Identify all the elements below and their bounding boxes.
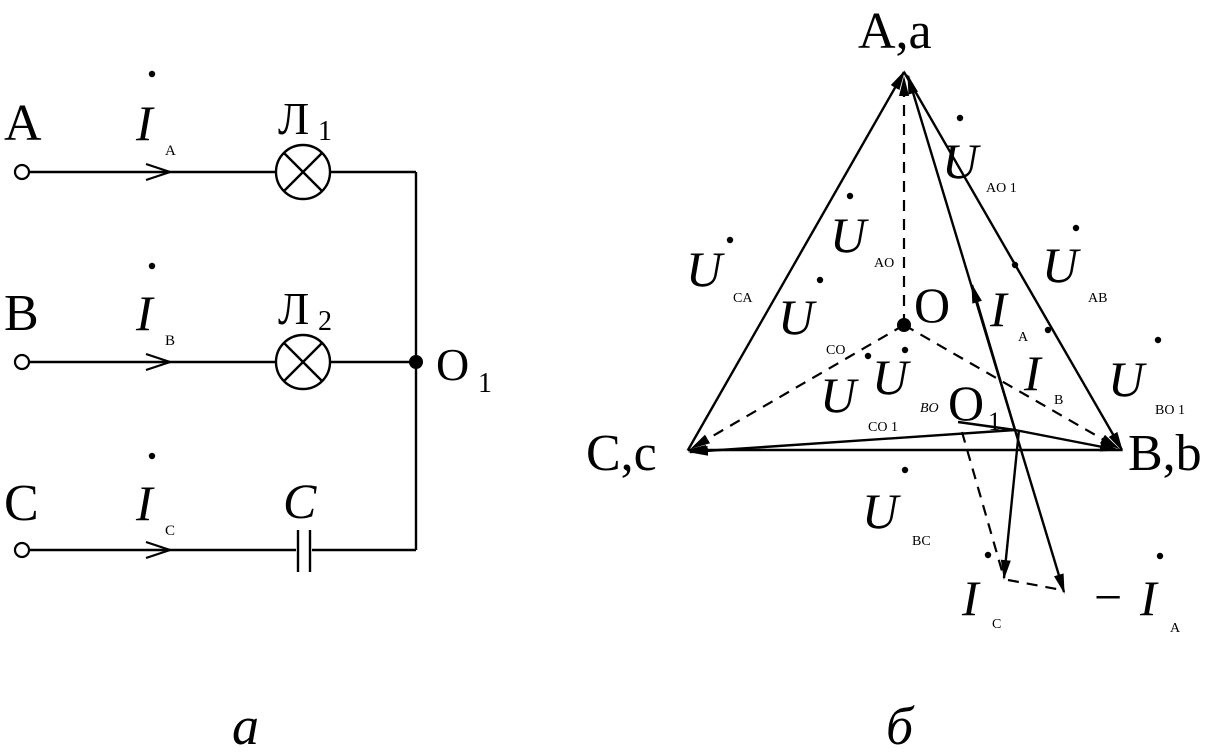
center-o-label: O (914, 277, 950, 333)
voltage-bo-vector (903, 324, 1120, 449)
i-b-sub: B (1054, 393, 1063, 408)
current-b-sub: B (165, 333, 175, 349)
vertex-a-label: A,a (858, 3, 932, 60)
phase-b-label: B (4, 285, 39, 342)
node-o1-sub: 1 (478, 368, 492, 399)
node-o1 (409, 355, 423, 369)
u-ao1-symbol: U (942, 133, 981, 189)
u-bc-sub: BC (912, 534, 931, 549)
u-co-symbol: U (778, 289, 817, 345)
phase-c-arrow (145, 540, 174, 560)
i-b-symbol: I (1023, 345, 1043, 401)
center-o (897, 318, 911, 332)
lamp-2-sub: 2 (318, 306, 332, 337)
u-ca-sub: CA (733, 291, 753, 306)
current-b-dot (148, 262, 156, 270)
minus-i-a-symbol: I (1139, 570, 1159, 626)
current-ia-vector (970, 283, 1017, 431)
o1-tick (957, 420, 1016, 432)
minus-i-a-sub: A (1170, 621, 1181, 636)
u-ao1-sub: AO 1 (986, 181, 1017, 196)
u-ab-sub: AB (1088, 291, 1107, 306)
u-bo-symbol: U (872, 349, 911, 405)
lamp-1-sub: 1 (318, 116, 332, 147)
capacitor (296, 530, 312, 572)
voltage-ca-vector (686, 70, 906, 451)
current-ic-vector (1000, 429, 1021, 580)
voltage-co-vector (690, 324, 905, 450)
u-ab-symbol: U (1042, 237, 1081, 293)
lamp-2 (274, 333, 332, 391)
current-c-symbol: I (135, 475, 155, 531)
phase-a-arrow (145, 162, 174, 182)
node-o1-label: O (436, 339, 469, 390)
phase-b-terminal (13, 353, 31, 371)
caption-b: б (886, 696, 915, 754)
lamp-1 (274, 143, 332, 201)
node-o1-phasor-label: O (948, 375, 984, 431)
u-bo1-sub: BO 1 (1155, 403, 1185, 418)
current-c-sub: C (165, 523, 175, 539)
u-ao-sub: AO (874, 256, 894, 271)
phase-c-label: C (4, 475, 39, 532)
phase-a-label: A (4, 95, 42, 152)
i-c-symbol: I (961, 570, 981, 626)
parallelogram-dash (1007, 578, 1063, 592)
current-ib-dash (960, 431, 1006, 579)
u-bc-symbol: U (862, 483, 901, 539)
lamp-2-label: Л (278, 283, 309, 334)
u-co1-symbol: U (820, 367, 859, 423)
node-o1-phasor-sub: 1 (988, 407, 1001, 436)
u-bo1-symbol: U (1108, 351, 1147, 407)
phase-b-arrow (145, 352, 174, 372)
current-a-sub: A (165, 143, 176, 159)
voltage-ab-vector (902, 71, 1124, 452)
u-co1-sub: CO 1 (868, 420, 898, 435)
vertex-b-label: B,b (1128, 425, 1202, 482)
phase-a-terminal (13, 163, 31, 181)
i-a-sub: A (1018, 330, 1029, 345)
lamp-1-label: Л (278, 93, 309, 144)
current-a-symbol: I (135, 95, 155, 151)
voltage-co1-vector (688, 428, 1016, 456)
current-b-symbol: I (135, 285, 155, 341)
circuit-diagram: A I A Л 1 B I B Л 2 C (4, 70, 492, 754)
phase-c-terminal (13, 541, 31, 559)
u-ca-symbol: U (686, 241, 725, 297)
current-c-dot (148, 452, 156, 460)
capacitor-label: C (283, 473, 317, 529)
current-a-dot (148, 70, 156, 78)
vertex-c-label: C,c (586, 425, 657, 482)
i-a-symbol: I (989, 281, 1009, 337)
u-bo-sub: BO (920, 401, 939, 416)
voltage-bo1-vector (1014, 428, 1120, 452)
u-co-sub: CO (826, 343, 845, 358)
caption-a: а (232, 696, 259, 754)
i-c-sub: C (992, 617, 1001, 632)
minus-sign: − (1094, 569, 1122, 625)
phasor-diagram: A,a B,b C,c O O 1 U AO 1 U AO U CA U AB … (586, 3, 1202, 754)
current-minus-ia-vector (1013, 429, 1066, 594)
u-ao-symbol: U (830, 207, 869, 263)
